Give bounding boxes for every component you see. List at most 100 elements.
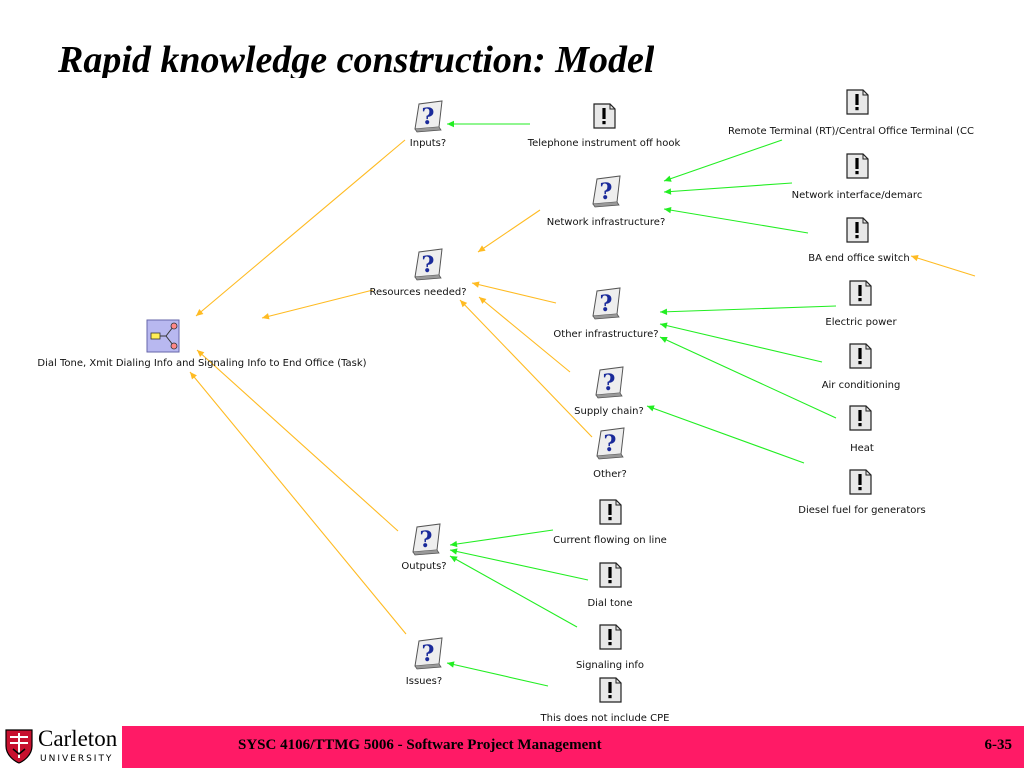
fact-icon: [846, 89, 869, 115]
edge-netif-to-network: [663, 182, 793, 195]
node-outputs[interactable]: ? Outputs?: [401, 523, 447, 572]
arrowhead: [460, 300, 468, 308]
node-label: Outputs?: [401, 561, 446, 572]
svg-text:?: ?: [600, 179, 613, 205]
node-ba[interactable]: BA end office switch: [808, 217, 910, 264]
slide-title: Rapid knowledge construction: Model: [58, 39, 655, 78]
edge-outputs-to-task: [196, 349, 399, 532]
logo-name: Carleton: [38, 726, 118, 751]
node-aircon[interactable]: Air conditioning: [822, 343, 901, 391]
node-label: Dial Tone, Xmit Dialing Info and Signali…: [37, 358, 366, 369]
diagram: Dial Tone, Xmit Dialing Info and Signali…: [37, 89, 976, 724]
logo-subtitle: UNIVERSITY: [40, 754, 114, 764]
node-netif[interactable]: Network interface/demarc: [792, 153, 923, 201]
arrowhead: [478, 245, 486, 252]
node-label: Inputs?: [410, 138, 446, 149]
question-icon: ?: [412, 523, 441, 556]
question-icon: ?: [595, 366, 624, 399]
node-label: Dial tone: [587, 598, 632, 609]
question-icon: ?: [414, 248, 443, 281]
node-heat[interactable]: Heat: [849, 405, 874, 454]
node-layer: Dial Tone, Xmit Dialing Info and Signali…: [37, 89, 974, 724]
edge-layer: [189, 120, 976, 687]
fact-icon: [849, 343, 872, 369]
node-label: Current flowing on line: [553, 535, 667, 546]
node-network[interactable]: ? Network infrastructure?: [547, 175, 666, 228]
svg-text:?: ?: [422, 252, 435, 278]
question-icon: ?: [592, 175, 621, 208]
node-diesel[interactable]: Diesel fuel for generators: [798, 469, 926, 516]
node-label: Diesel fuel for generators: [798, 505, 925, 516]
fact-icon: [849, 280, 872, 306]
edge-inputs-to-task: [195, 139, 406, 317]
arrowhead: [447, 120, 454, 128]
node-label: Resources needed?: [369, 287, 466, 298]
arrowhead: [450, 548, 458, 555]
node-remote[interactable]: Remote Terminal (RT)/Central Office Term…: [728, 89, 974, 137]
edge-other-to-resources: [459, 299, 593, 438]
arrowhead: [647, 405, 655, 412]
node-electric[interactable]: Electric power: [825, 280, 897, 328]
edge-telephone-to-inputs: [447, 120, 530, 128]
arrowhead: [197, 350, 205, 358]
arrowhead: [664, 206, 672, 214]
node-label: Signaling info: [576, 660, 644, 671]
node-label: This does not include CPE: [540, 713, 670, 724]
svg-text:?: ?: [604, 431, 617, 457]
node-label: Electric power: [825, 317, 897, 328]
node-label: Air conditioning: [822, 380, 901, 391]
task-icon: [146, 319, 180, 353]
fact-icon: [849, 469, 872, 495]
node-resources[interactable]: ? Resources needed?: [369, 248, 467, 298]
edge-aircon-to-otherinfra: [659, 322, 823, 363]
question-icon: ?: [414, 100, 443, 133]
fact-icon: [846, 153, 869, 179]
edge-diesel-to-supply: [646, 405, 805, 464]
fact-icon: [593, 103, 616, 129]
svg-text:?: ?: [600, 291, 613, 317]
arrowhead: [660, 337, 668, 343]
node-label: BA end office switch: [808, 253, 909, 264]
node-label: Network infrastructure?: [547, 217, 666, 228]
node-label: Supply chain?: [574, 406, 644, 417]
arrowhead: [660, 322, 668, 329]
fact-icon: [599, 562, 622, 588]
fact-icon: [846, 217, 869, 243]
edge-remote-to-network: [663, 139, 783, 182]
node-otherinfra[interactable]: ? Other infrastructure?: [553, 287, 659, 340]
footer-course-title: SYSC 4106/TTMG 5006 - Software Project M…: [238, 737, 602, 753]
edge-issues-to-task: [189, 371, 407, 635]
edge-supply-to-resources: [478, 296, 571, 373]
edge-ba-to-network: [663, 206, 809, 234]
node-cpe[interactable]: This does not include CPE: [540, 677, 670, 724]
node-other[interactable]: ?Other?: [593, 427, 627, 480]
node-telephone[interactable]: Telephone instrument off hook: [527, 103, 681, 149]
arrowhead: [479, 297, 487, 304]
footer-page-number: 6-35: [984, 737, 1013, 753]
university-logo: Carleton UNIVERSITY: [2, 726, 120, 768]
node-issues[interactable]: ?Issues?: [406, 637, 443, 687]
svg-text:?: ?: [422, 641, 435, 667]
edge-resources-to-task: [261, 289, 374, 320]
node-label: Other infrastructure?: [553, 329, 658, 340]
question-icon: ?: [596, 427, 625, 460]
node-label: Remote Terminal (RT)/Central Office Term…: [728, 126, 974, 137]
edge-current-to-outputs: [449, 529, 554, 548]
arrowhead: [262, 313, 270, 320]
arrowhead: [911, 255, 919, 262]
node-current[interactable]: Current flowing on line: [553, 499, 667, 546]
edge-signaling-to-outputs: [449, 555, 578, 628]
fact-icon: [599, 677, 622, 703]
node-supply[interactable]: ? Supply chain?: [574, 366, 644, 417]
node-dialtone[interactable]: Dial tone: [587, 562, 633, 609]
arrowhead: [450, 540, 458, 548]
edge-otherinfra-to-resources: [471, 281, 557, 304]
node-inputs[interactable]: ? Inputs?: [410, 100, 446, 149]
node-signaling[interactable]: Signaling info: [576, 624, 644, 671]
fact-icon: [599, 624, 622, 650]
footer-bar: SYSC 4106/TTMG 5006 - Software Project M…: [122, 726, 1024, 768]
node-label: Network interface/demarc: [792, 190, 923, 201]
node-task[interactable]: Dial Tone, Xmit Dialing Info and Signali…: [37, 319, 367, 369]
edge-offscreen-to-ba: [910, 255, 976, 277]
svg-text:?: ?: [603, 370, 616, 396]
